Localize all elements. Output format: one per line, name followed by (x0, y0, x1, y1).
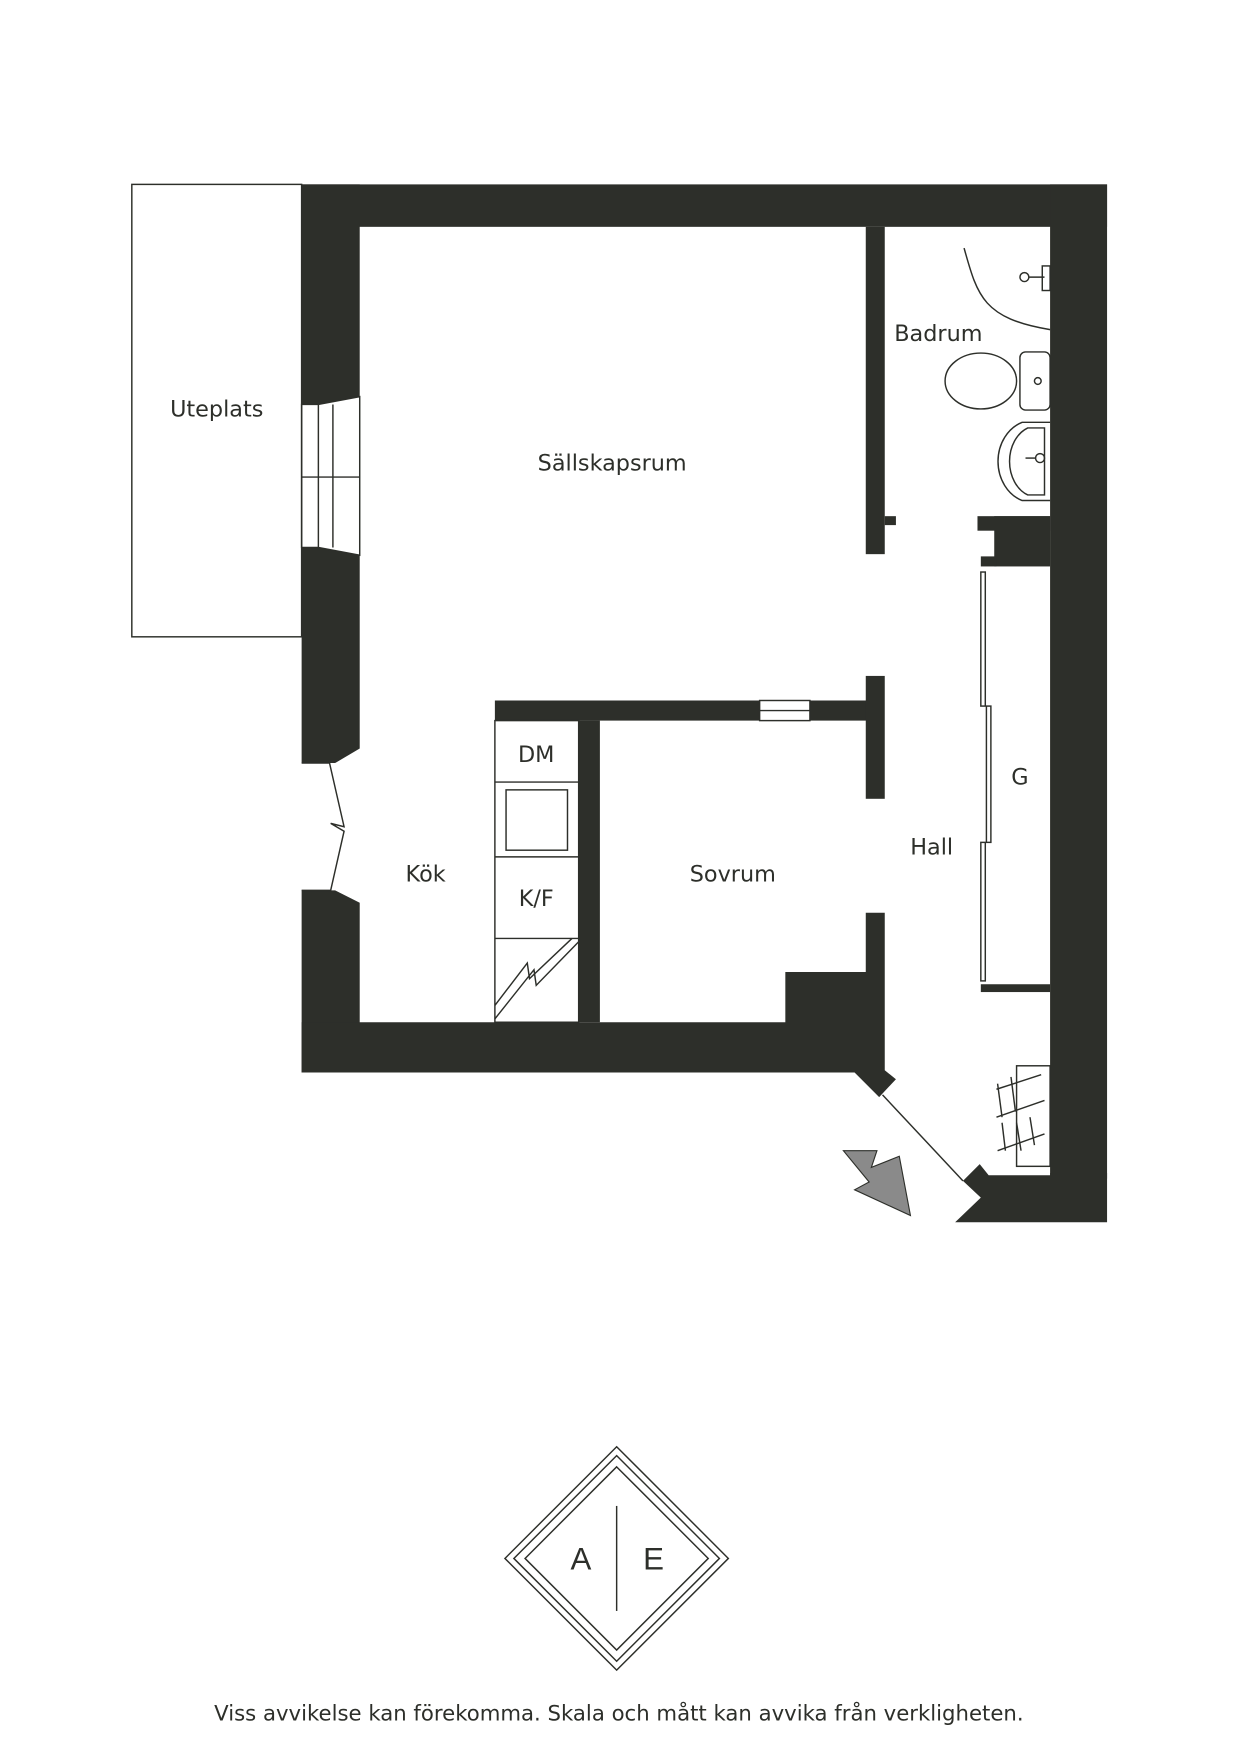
room-label-kok: Kök (406, 861, 446, 887)
shower-head-icon (1019, 271, 1030, 283)
walls (301, 184, 1108, 1223)
toilet-icon (944, 352, 1018, 410)
wardrobe-doors[interactable] (980, 571, 992, 982)
room-label-sovrum: Sovrum (690, 861, 776, 887)
logo-letter-e: E (643, 1542, 664, 1577)
room-label-badrum: Badrum (894, 321, 982, 347)
stove-icon (505, 789, 569, 851)
label-kylfrys: K/F (519, 886, 554, 912)
room-label-sallskapsrum: Sällskapsrum (538, 450, 687, 476)
entrance-door[interactable] (881, 1094, 964, 1182)
brand-logo: A E (503, 1445, 730, 1672)
room-label-uteplats: Uteplats (170, 397, 263, 423)
shower-curtain (963, 247, 1051, 331)
room-label-garderob: G (1011, 764, 1028, 790)
logo-letter-a: A (570, 1542, 591, 1577)
kitchen-door[interactable] (301, 762, 346, 892)
coat-rack-icon (996, 1065, 1051, 1168)
bathroom-fixtures (944, 247, 1051, 502)
room-label-hall: Hall (910, 835, 953, 861)
kitchen-counter (494, 719, 580, 1023)
entrance-arrow-icon (842, 1150, 912, 1217)
sink-icon (997, 421, 1051, 502)
electric-cabinet-icon (494, 941, 580, 1020)
disclaimer-text: Viss avvikelse kan förekomma. Skala och … (214, 1700, 1023, 1726)
window-bedroom (758, 699, 811, 722)
label-diskmaskin: DM (518, 742, 554, 768)
window-patio (300, 395, 361, 557)
